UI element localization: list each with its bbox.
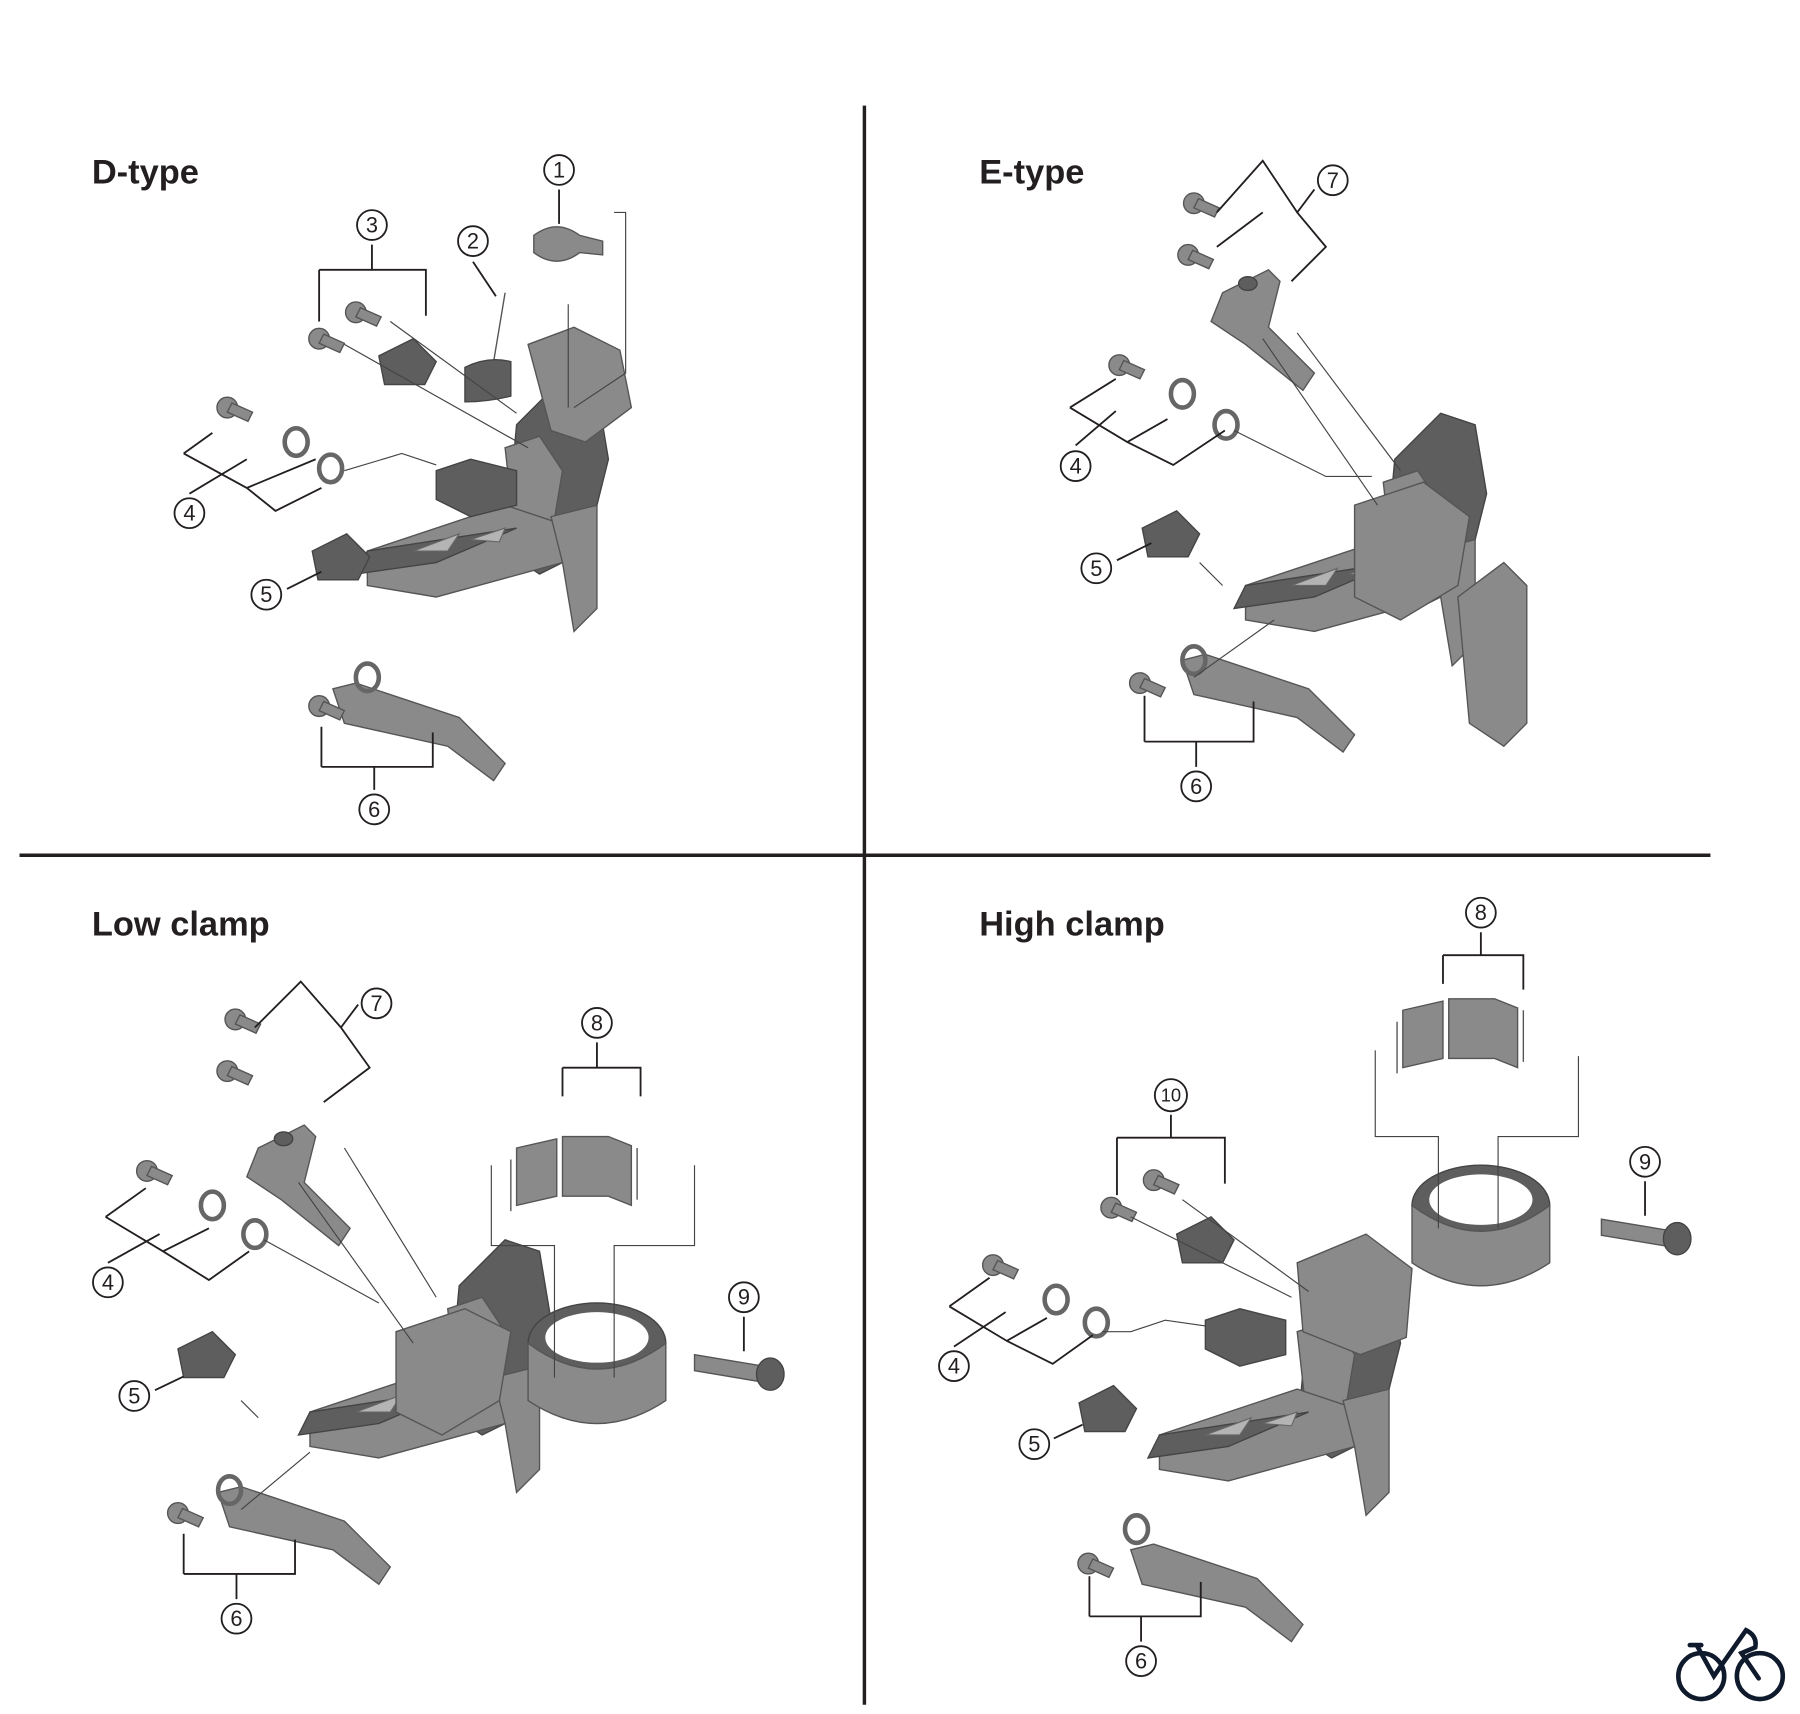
svg-text:7: 7	[1327, 168, 1339, 193]
callouts: 1 2 3 4 5 6 7 4 5 6 7 8 4 5 9 6 8 10 9 4…	[92, 154, 1661, 1677]
callout-6: 6	[358, 793, 391, 826]
high-clamp-band	[1411, 1164, 1551, 1287]
e-type-bb-plate	[1457, 561, 1528, 748]
chain-guide	[1181, 653, 1356, 753]
clamp-bolt	[693, 1353, 785, 1391]
svg-text:4: 4	[183, 501, 195, 526]
cable-fixing-bolt	[533, 226, 604, 262]
callout-5: 5	[1080, 552, 1113, 585]
svg-text:6: 6	[1190, 774, 1202, 799]
callout-2: 2	[457, 225, 489, 257]
low-clamp-band	[527, 1302, 667, 1425]
callout-4: 4	[938, 1350, 970, 1382]
svg-text:3: 3	[366, 213, 378, 238]
svg-text:9: 9	[1639, 1149, 1651, 1174]
braze-on-mount	[464, 359, 512, 403]
cable-guide-bracket	[246, 1124, 351, 1247]
cable-guide-bracket	[1210, 269, 1316, 392]
e-type-plate	[1353, 481, 1471, 621]
callout-7: 7	[1316, 164, 1349, 197]
svg-text:4: 4	[102, 1270, 114, 1295]
svg-text:6: 6	[230, 1606, 242, 1631]
callout-4: 4	[1059, 450, 1092, 482]
adapter-plate	[378, 338, 437, 386]
callout-10: 10	[1153, 1078, 1188, 1113]
callout-6: 6	[220, 1602, 253, 1635]
svg-text:4: 4	[948, 1354, 960, 1379]
callout-3: 3	[356, 209, 388, 241]
cable-arm	[435, 458, 518, 518]
panel-title-low-clamp: Low clamp	[92, 906, 270, 944]
clamp-bolt	[1600, 1218, 1692, 1256]
panel-title-high-clamp: High clamp	[979, 906, 1165, 944]
svg-text:9: 9	[738, 1285, 750, 1310]
e-type-parts	[1069, 159, 1528, 767]
callout-9: 9	[1629, 1145, 1661, 1178]
low-clamp-parts	[105, 980, 785, 1600]
svg-text:6: 6	[1135, 1649, 1147, 1674]
svg-text:1: 1	[553, 157, 565, 182]
callout-5: 5	[118, 1380, 151, 1412]
svg-text:8: 8	[591, 1010, 603, 1035]
svg-text:10: 10	[1161, 1085, 1181, 1106]
high-clamp-parts	[948, 932, 1692, 1643]
callout-4: 4	[173, 497, 206, 530]
svg-text:5: 5	[1028, 1432, 1040, 1457]
derailleur-head	[527, 326, 633, 443]
svg-text:5: 5	[128, 1383, 140, 1408]
clamp-shims	[1396, 998, 1525, 1075]
callout-5: 5	[250, 578, 283, 611]
svg-text:8: 8	[1475, 900, 1487, 925]
callout-1: 1	[543, 154, 575, 186]
chain-guide	[217, 1485, 391, 1585]
svg-text:4: 4	[1070, 454, 1082, 479]
svg-text:5: 5	[260, 582, 272, 607]
pin	[492, 292, 506, 362]
chain-guide	[1130, 1543, 1304, 1643]
panel-title-e-type: E-type	[979, 154, 1084, 192]
callout-4: 4	[92, 1266, 124, 1299]
clamp-shims	[510, 1135, 638, 1212]
svg-text:6: 6	[368, 797, 380, 822]
svg-text:2: 2	[467, 229, 479, 254]
callout-9: 9	[728, 1281, 760, 1314]
bicycle-logo-icon	[1676, 1627, 1786, 1702]
callout-8: 8	[1465, 896, 1497, 929]
svg-text:5: 5	[1090, 556, 1102, 581]
callout-5: 5	[1018, 1428, 1051, 1461]
adapter-plate	[1175, 1216, 1235, 1264]
d-type-parts	[183, 189, 633, 790]
callout-6: 6	[1180, 770, 1213, 803]
panel-title-d-type: D-type	[92, 154, 199, 192]
callout-8: 8	[581, 1007, 613, 1039]
callout-6: 6	[1125, 1645, 1157, 1677]
svg-text:7: 7	[370, 991, 382, 1016]
callout-7: 7	[360, 987, 393, 1020]
